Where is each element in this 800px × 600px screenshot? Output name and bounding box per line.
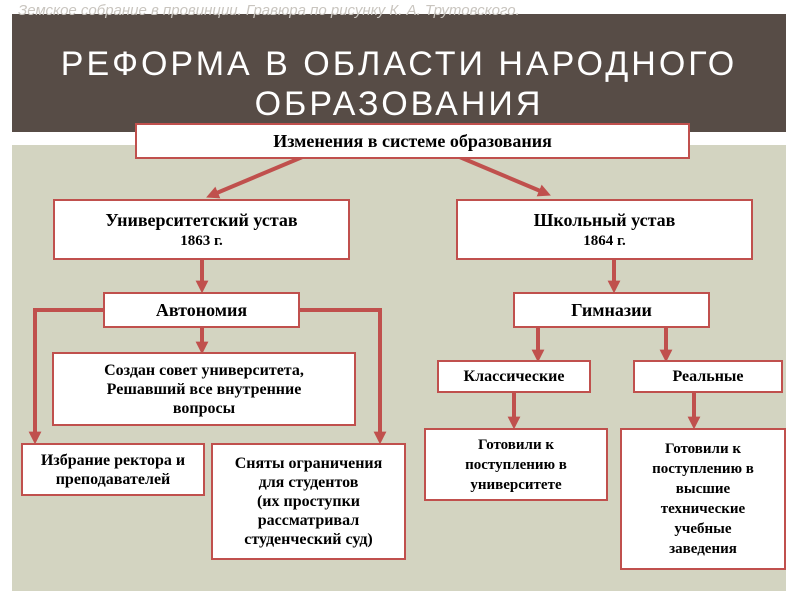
autonomy-label: Автономия (155, 299, 248, 320)
page-title: РЕФОРМА В ОБЛАСТИ НАРОДНОГО ОБРАЗОВАНИЯ (60, 45, 738, 123)
arrow-autonomy-to-election (28, 308, 105, 445)
university-charter-box: Университетский устав 1863 г. (53, 199, 350, 260)
university-charter-label: Университетский устав (105, 209, 298, 230)
gymnasia-label: Гимназии (571, 299, 652, 320)
autonomy-box: Автономия (103, 292, 300, 328)
real-goal-box: Готовили к поступлению в высшие техничес… (620, 428, 786, 570)
classical-label: Классические (463, 368, 565, 385)
classical-goal-label: Готовили к поступлению в университете (465, 436, 567, 493)
real-label: Реальные (672, 368, 744, 385)
student-restrictions-box: Сняты ограничения для студентов (их прос… (211, 443, 406, 560)
university-council-box: Создан совет университета, Решавший все … (52, 352, 356, 426)
arrow-root-to-university (206, 155, 303, 199)
arrow-autonomy-to-restrictions (296, 308, 387, 445)
classical-box: Классические (437, 360, 591, 393)
university-charter-year: 1863 г. (180, 232, 223, 249)
rector-election-box: Избрание ректора и преподавателей (21, 443, 205, 496)
university-council-label: Создан совет университета, Решавший все … (104, 361, 304, 417)
arrow-root-to-school (459, 155, 551, 197)
title-banner: РЕФОРМА В ОБЛАСТИ НАРОДНОГО ОБРАЗОВАНИЯ (12, 14, 786, 132)
real-box: Реальные (633, 360, 783, 393)
student-restrictions-label: Сняты ограничения для студентов (их прос… (234, 455, 383, 548)
school-charter-label: Школьный устав (533, 209, 676, 230)
root-label: Изменения в системе образования (273, 130, 552, 151)
root-box: Изменения в системе образования (135, 123, 690, 159)
caption: Земское собрание в провинции. Гравюра по… (18, 2, 520, 19)
school-charter-box: Школьный устав 1864 г. (456, 199, 753, 260)
rector-election-label: Избрание ректора и преподавателей (40, 451, 186, 488)
classical-goal-box: Готовили к поступлению в университете (424, 428, 608, 501)
school-charter-year: 1864 г. (583, 232, 626, 249)
gymnasia-box: Гимназии (513, 292, 710, 328)
real-goal-label: Готовили к поступлению в высшие техничес… (652, 441, 754, 557)
